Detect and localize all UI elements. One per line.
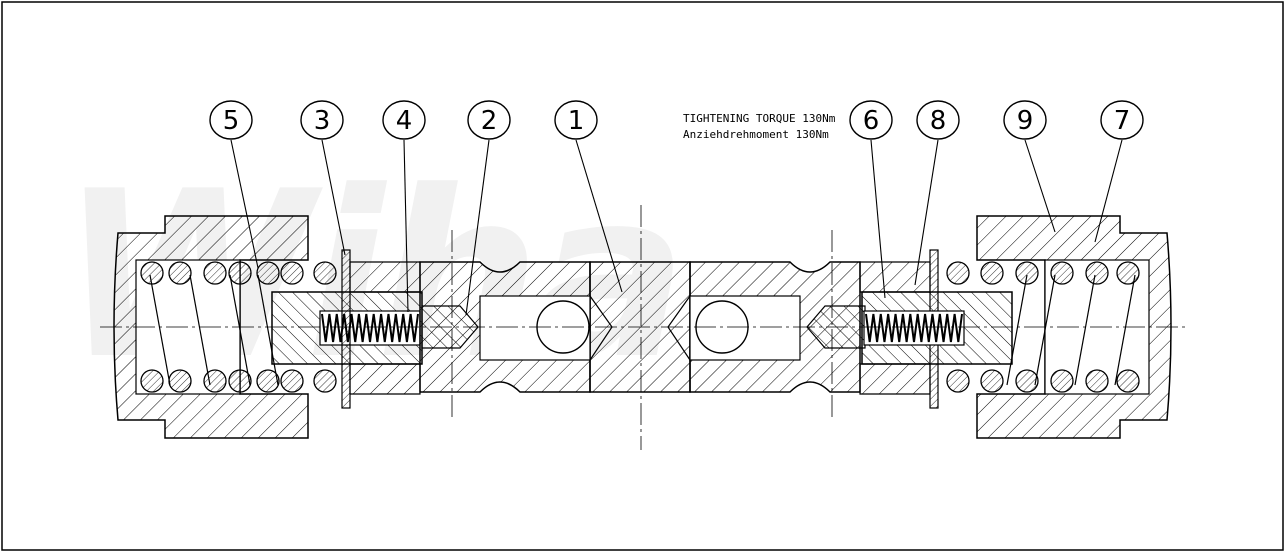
spring-coil-section (228, 261, 252, 285)
callout-label: 5 (223, 106, 240, 136)
spring-coil-section (203, 261, 227, 285)
spring-coil-section (203, 369, 227, 393)
spring-coil-sections (140, 261, 1140, 393)
inner-spring-coil (321, 313, 419, 343)
spring-coil-section (168, 261, 192, 285)
callout-8: 8 (914, 100, 960, 286)
right-housing (859, 261, 931, 395)
spring-coil-section (168, 369, 192, 393)
right-spring (1006, 274, 1136, 386)
spring-coil-section (313, 261, 337, 285)
torque-note-de: Anziehdrehmoment 130Nm (683, 128, 829, 141)
callout-label: 6 (863, 106, 880, 136)
callout-label: 2 (481, 106, 498, 136)
callout-label: 1 (568, 106, 585, 136)
spring-coil-section (313, 369, 337, 393)
callout-label: 3 (314, 106, 331, 136)
left-housing (349, 261, 421, 395)
callout-label: 9 (1017, 106, 1034, 136)
callout-5: 5 (209, 100, 259, 269)
callout-1: 1 (554, 100, 623, 293)
centre-lines (100, 205, 1185, 450)
spring-coil-section (1085, 261, 1109, 285)
spring-coil-section (256, 369, 280, 393)
spring-coil-section (1050, 261, 1074, 285)
spring-coil-section (1015, 261, 1039, 285)
callout-label: 4 (396, 106, 413, 136)
callout-label: 7 (1114, 106, 1131, 136)
callout-6: 6 (849, 100, 893, 299)
inner-spring-coil (865, 313, 963, 343)
spring-coil-section (140, 261, 164, 285)
callout-label: 8 (930, 106, 947, 136)
torque-note-en: TIGHTENING TORQUE 130Nm (683, 112, 836, 125)
spring-coil-section (946, 261, 970, 285)
spring-coil-section (256, 261, 280, 285)
spring-coil-section (280, 369, 304, 393)
callout-2: 2 (465, 100, 511, 316)
spring-coil-section (1015, 369, 1039, 393)
callout-balloons: 5 3 4 2 1 6 8 9 7 (209, 100, 1144, 316)
left-spring (149, 274, 279, 386)
spring-coil-section (280, 261, 304, 285)
spring-coil-section (228, 369, 252, 393)
spring-coil-section (1116, 369, 1140, 393)
callout-9: 9 (1003, 100, 1056, 233)
spring-coil-section (1116, 261, 1140, 285)
spring-coil-section (980, 261, 1004, 285)
spring-coil-section (980, 369, 1004, 393)
inner-springs (321, 313, 963, 343)
callout-3: 3 (300, 100, 346, 256)
spring-coil-section (1050, 369, 1074, 393)
callout-7: 7 (1094, 100, 1144, 243)
spring-coil-section (140, 369, 164, 393)
callout-4: 4 (382, 100, 426, 313)
spring-coil-section (1085, 369, 1109, 393)
spring-coil-section (946, 369, 970, 393)
